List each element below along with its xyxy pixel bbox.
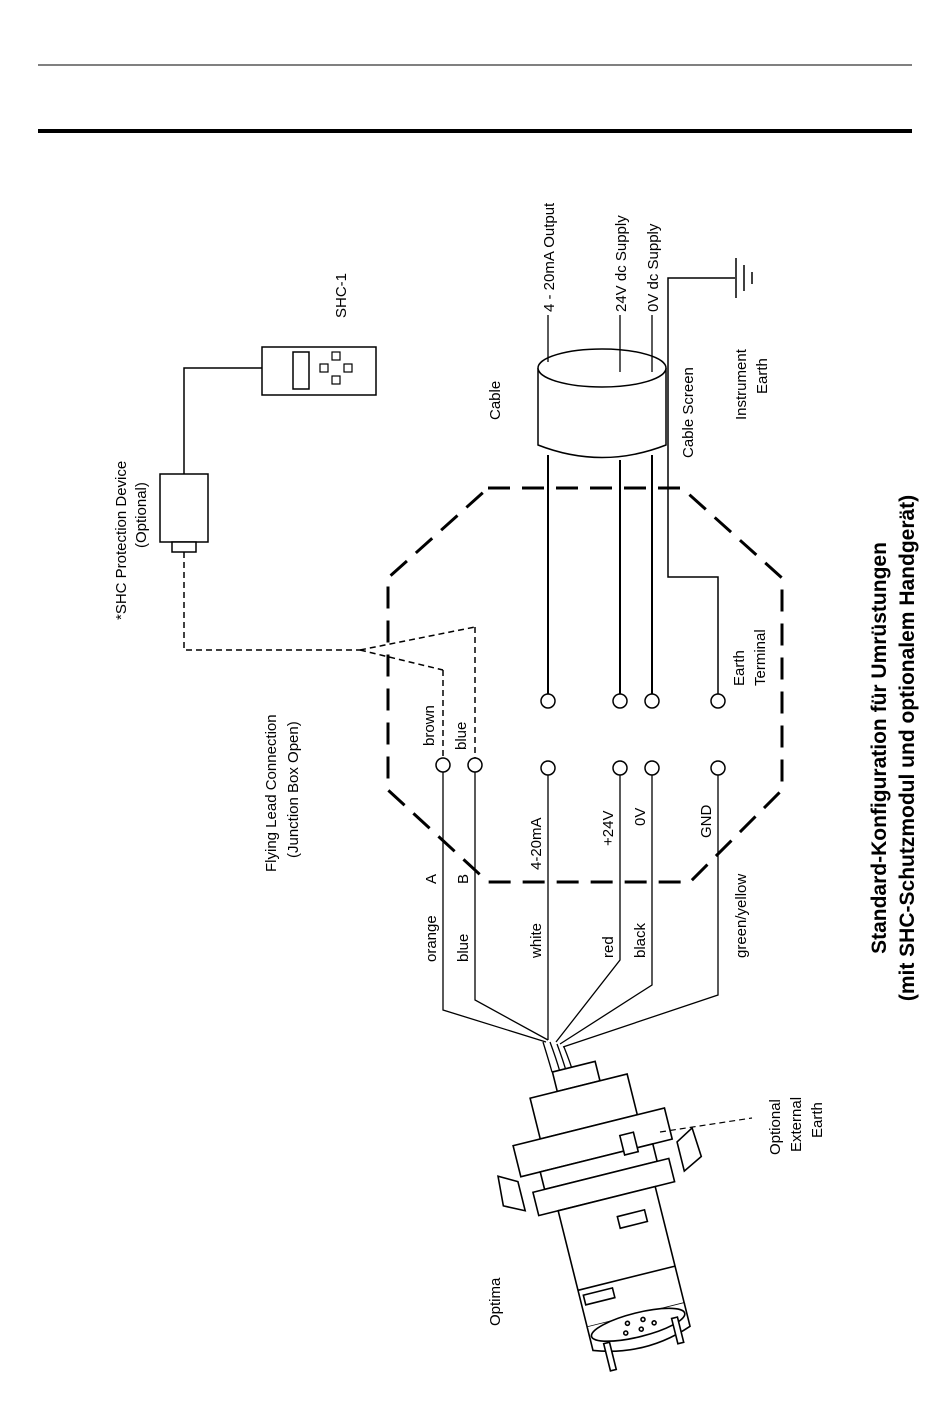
flying-lead-label: Flying Lead Connection [263,714,280,872]
terminal-blue-label: blue [453,722,470,750]
optima-label: Optima [487,1277,504,1326]
shc-protection-device-icon [159,473,209,553]
field-conductors [547,455,653,694]
supply-0v-label: 0V dc Supply [645,223,662,312]
external-earth-label-3: Earth [809,1102,826,1138]
sensor-wires [442,772,719,1048]
shc1-label: SHC-1 [333,273,350,318]
output-leaders [547,315,653,372]
terminal-b-label: B [455,874,472,884]
cable-screen-line [667,277,735,694]
earth-terminal-label-2: Terminal [752,629,769,686]
earth-terminal-label-1: Earth [731,650,748,686]
ground-symbol-icon [735,258,753,298]
external-earth-leader [659,1117,753,1133]
page-title-line-2: (mit SHC-Schutzmodul und optionalem Hand… [896,495,919,1001]
external-earth-label-2: External [788,1097,805,1152]
wire-orange-label: orange [423,915,440,962]
optima-sensor-icon [497,1060,703,1372]
terminal-brown-label: brown [421,705,438,746]
terminal-0v-label: 0V [632,808,649,826]
page-title-line-1: Standard-Konfiguration für Umrüstungen [868,542,891,954]
protection-device-label: *SHC Protection Device [113,461,130,620]
instrument-earth-label-2: Earth [754,358,771,394]
instrument-earth-label-1: Instrument [733,348,750,420]
junction-box-outline [386,486,784,884]
cable-drum-icon [537,348,667,459]
terminal-a-label: A [423,874,440,884]
terminal-gnd-label: GND [698,805,715,839]
cable-screen-label: Cable Screen [680,367,697,458]
protection-device-optional-label: (Optional) [133,482,150,548]
output-4-20ma-label: 4 - 20mA Output [541,202,558,312]
shc1-lead [183,367,262,474]
wire-black-label: black [632,922,649,958]
flying-lead-dashed [183,552,476,758]
terminal-row-inner [435,757,726,776]
flying-lead-sub-label: (Junction Box Open) [285,721,302,858]
terminal-row-outer [540,693,726,709]
wire-red-label: red [600,936,617,958]
terminal-4-20ma-label: 4-20mA [528,817,545,870]
wire-blue-label: blue [455,934,472,962]
wire-white-label: white [528,923,545,959]
terminal-24v-label: +24V [600,811,617,846]
external-earth-label-1: Optional [767,1099,784,1155]
shc1-handheld-icon [261,346,377,396]
cable-label: Cable [487,381,504,420]
wire-green-yellow-label: green/yellow [733,874,750,958]
supply-24v-label: 24V dc Supply [613,215,630,312]
